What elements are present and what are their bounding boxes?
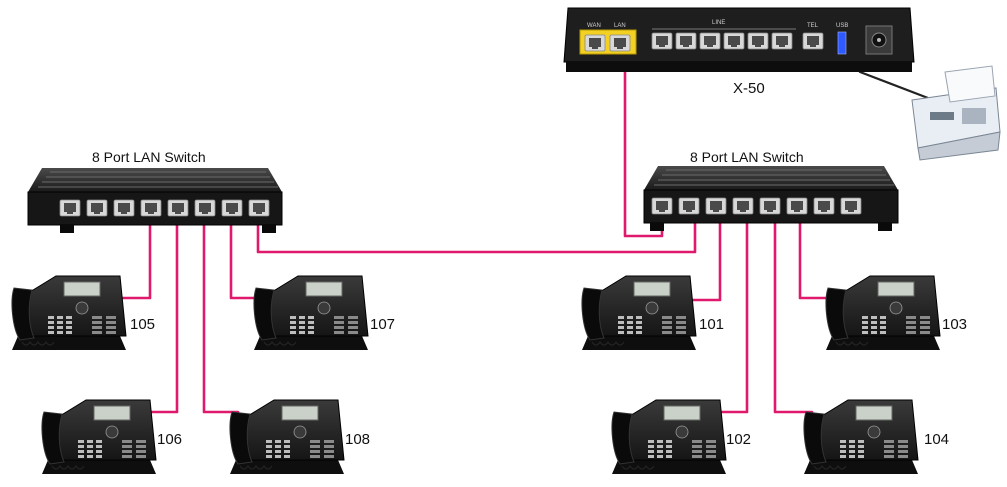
left-lan-switch: [27, 168, 283, 233]
phone-ext-label: 101: [699, 316, 725, 333]
fax-machine: [911, 65, 1001, 161]
phone-ext-label: 103: [942, 316, 968, 333]
phone-ext-label: 105: [130, 316, 156, 333]
phone-ext-label: 104: [924, 431, 950, 448]
right-lan-switch: [643, 166, 899, 231]
cable-ext-104: [773, 208, 814, 414]
cable-left-switch-to-right-switch: [256, 208, 697, 254]
cable-ext-106: [141, 210, 179, 414]
usb-port-label: USB: [836, 23, 849, 29]
tel-port-label: TEL: [807, 23, 819, 29]
left-switch-title: 8 Port LAN Switch: [92, 149, 206, 165]
ip-phones: [11, 275, 941, 474]
ip-phone: [581, 275, 697, 350]
ip-phone: [41, 399, 157, 474]
right-switch-title: 8 Port LAN Switch: [690, 149, 804, 165]
ip-phone: [611, 399, 727, 474]
lan-port-label: LAN: [614, 23, 626, 29]
line-port-label: LINE: [712, 20, 726, 26]
x50-gateway: [563, 7, 915, 72]
cable-ext-108: [202, 210, 240, 414]
phone-ext-label: 102: [726, 431, 752, 448]
phone-ext-label: 106: [157, 431, 183, 448]
phone-ext-label: 107: [370, 316, 396, 333]
cable-ext-105: [116, 210, 152, 300]
ip-phone: [253, 275, 369, 350]
cables: [116, 48, 832, 414]
cable-ext-101: [686, 208, 722, 302]
ip-phone: [229, 399, 345, 474]
ip-phone: [11, 275, 127, 350]
wan-port-label: WAN: [587, 23, 601, 29]
phone-ext-label: 108: [345, 431, 371, 448]
cable-ext-103: [798, 208, 832, 300]
ip-phone: [803, 399, 919, 474]
ip-phone: [825, 275, 941, 350]
x50-label: X-50: [733, 80, 765, 97]
cable-ext-102: [713, 208, 749, 414]
